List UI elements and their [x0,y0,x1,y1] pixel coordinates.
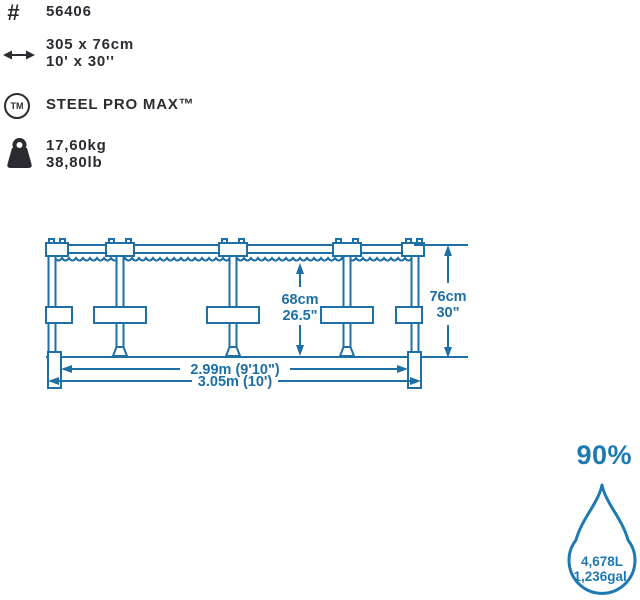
leg-foot [111,346,356,357]
water-height-metric-label: 68cm [281,292,318,308]
weight-metric: 17,60kg [46,137,107,154]
item-number-value: 56406 [46,3,92,20]
tm-circle-icon: TM [4,93,30,119]
brand-name: STEEL PRO MAX™ [46,96,195,113]
frame-height-imperial-label: 30" [436,305,459,321]
weight-imperial: 38,80lb [46,154,103,171]
capacity-liters-label: 4,678L [581,554,623,569]
pool-band [45,306,423,324]
hash-icon: # [7,0,20,25]
pool-diagram: 68cm 26.5" 76cm 30" 2.99m (9'10") 3.05m … [45,238,468,390]
water-drop-icon: 4,678L 1,236gal. [567,483,637,595]
inner-width-label: 2.99m (9'10") [190,362,279,378]
fill-percent-label: 90% [576,440,632,470]
outer-width-label: 3.05m (10') [198,374,273,390]
double-arrow-icon [3,50,35,60]
size-metric: 305 x 76cm [46,36,135,53]
water-height-imperial-label: 26.5" [282,308,317,324]
size-imperial: 10' x 30'' [46,53,115,70]
frame-height-metric-label: 76cm [429,289,466,305]
dimension-arrowheads [48,245,452,385]
rail-connector [45,238,425,257]
capacity-gallons-label: 1,236gal. [573,569,630,584]
weight-icon [7,138,32,168]
tm-label: TM [10,101,24,111]
